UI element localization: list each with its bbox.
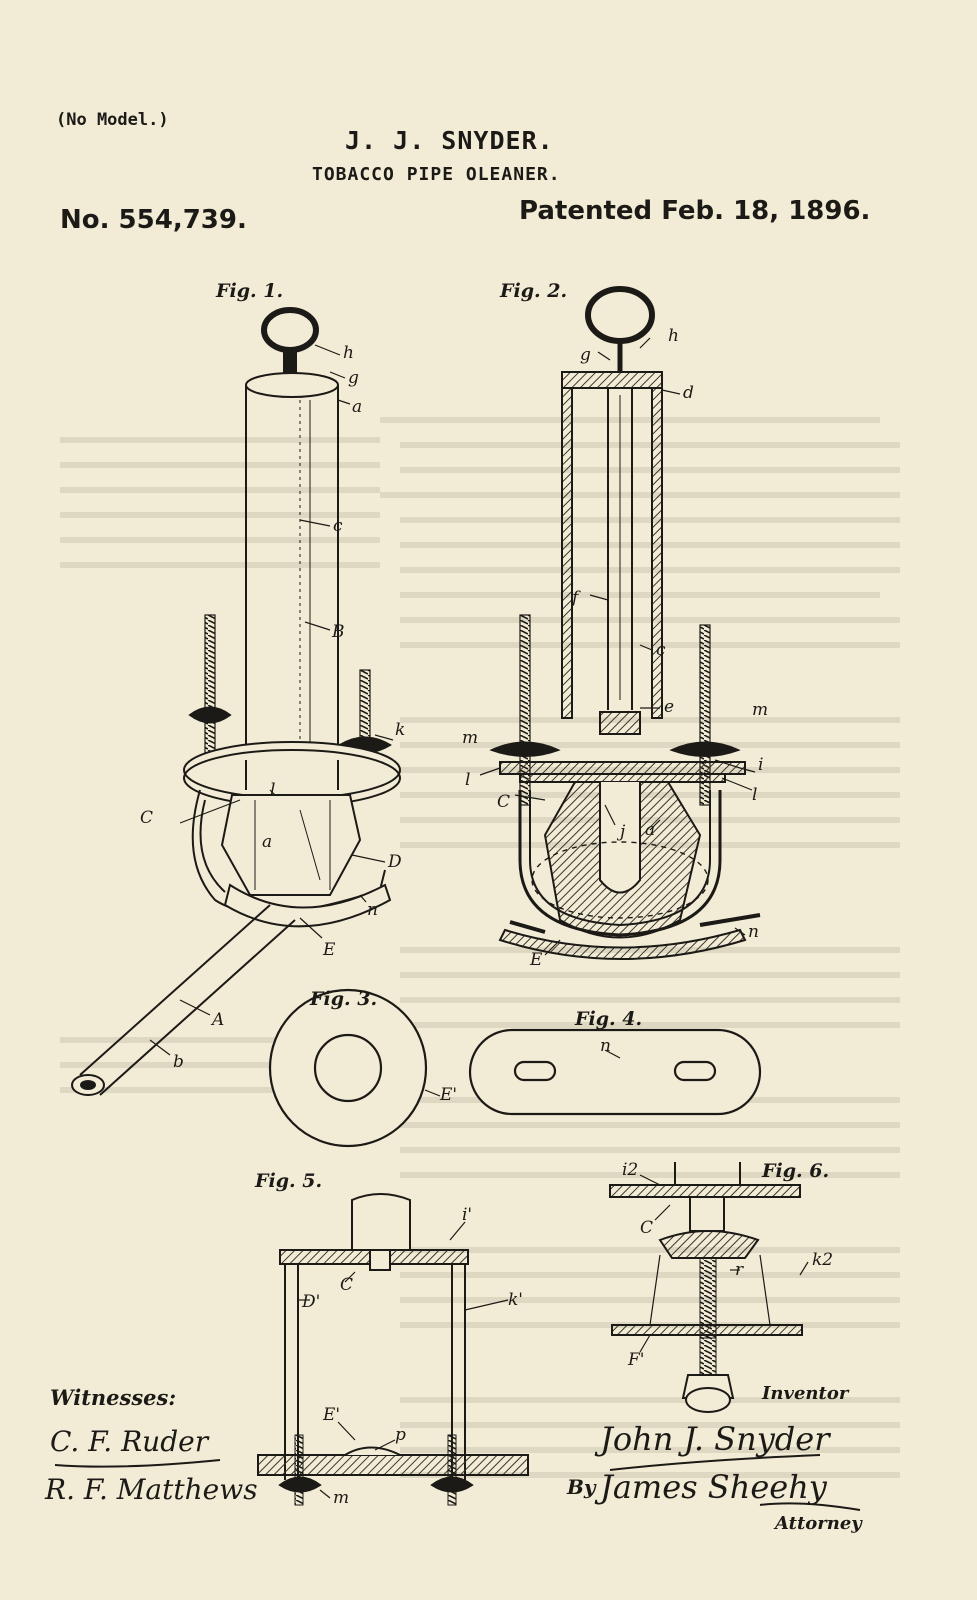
- fig2-label-e: e: [664, 697, 675, 717]
- no-model-note: (No Model.): [56, 110, 169, 130]
- fig1-label-h: h: [343, 343, 354, 363]
- fig5-label-C: C: [340, 1275, 354, 1295]
- fig4-drawing: [468, 1028, 762, 1116]
- fig2-label-j: j: [620, 822, 626, 842]
- fig1-label-b: b: [173, 1052, 184, 1072]
- inventor-label: Inventor: [762, 1383, 849, 1404]
- fig6-label-C: C: [640, 1218, 654, 1238]
- inventor-heading: J. J. SNYDER.: [345, 126, 554, 155]
- fig1-label-k: k: [395, 720, 406, 740]
- fig6-label-F-prime: F': [628, 1350, 645, 1370]
- fig1-label-A: A: [212, 1010, 225, 1030]
- attorney-signature: James Sheehy: [600, 1468, 827, 1506]
- fig5-label-m: m: [333, 1488, 350, 1508]
- fig2-label-d: d: [683, 383, 694, 403]
- fig3-label-E-prime: E': [440, 1085, 458, 1105]
- fig2-label-i: i: [758, 755, 764, 775]
- fig2-label-l-right: l: [752, 785, 758, 805]
- fig2-label-m-left: m: [462, 728, 479, 748]
- fig1-label-B: B: [332, 622, 345, 642]
- fig2-drawing: [479, 286, 761, 960]
- fig2-label-f: f: [572, 588, 579, 608]
- fig5-label-D-prime: D': [302, 1292, 321, 1312]
- inventor-signature: John J. Snyder: [600, 1420, 830, 1458]
- fig2-title: Fig. 2.: [500, 280, 568, 302]
- attorney-label: Attorney: [775, 1513, 862, 1534]
- fig2-label-n: n: [748, 922, 759, 942]
- fig1-label-n: n: [367, 900, 378, 920]
- fig1-label-l: l: [270, 780, 276, 800]
- patent-title: TOBACCO PIPE OLEANER.: [312, 164, 561, 185]
- fig1-label-g: g: [348, 368, 359, 388]
- fig5-label-p: p: [395, 1425, 406, 1445]
- witnesses-label: Witnesses:: [50, 1385, 177, 1410]
- fig1-label-C: C: [140, 808, 154, 828]
- fig2-label-m-right: m: [752, 700, 769, 720]
- fig5-drawing: [257, 1193, 529, 1506]
- fig1-label-E: E: [323, 940, 336, 960]
- fig2-label-h: h: [668, 326, 679, 346]
- signature-flourishes: [54, 1454, 861, 1511]
- fig6-drawing: [609, 1162, 809, 1413]
- fig3-drawing: [268, 988, 441, 1148]
- fig1-label-D: D: [388, 852, 402, 872]
- fig6-title: Fig. 6.: [762, 1160, 830, 1182]
- fig2-label-a: a: [645, 820, 656, 840]
- fig6-label-k2: k2: [812, 1250, 834, 1270]
- fig5-title: Fig. 5.: [255, 1170, 323, 1192]
- fig1-title: Fig. 1.: [216, 280, 284, 302]
- witness1-signature: C. F. Ruder: [50, 1425, 209, 1458]
- fig5-label-k-prime: k': [508, 1290, 523, 1310]
- fig3-title: Fig. 3.: [310, 988, 378, 1010]
- fig6-label-r: r: [735, 1260, 744, 1280]
- fig5-label-E-prime: E': [323, 1405, 341, 1425]
- fig2-label-l-left: l: [465, 770, 471, 790]
- fig5-label-i-prime: i': [462, 1205, 473, 1225]
- fig1-label-a2: a: [262, 832, 273, 852]
- patent-number: No. 554,739.: [60, 205, 247, 235]
- by-label: By: [567, 1475, 596, 1499]
- fig1-label-a: a: [352, 397, 363, 417]
- witness2-signature: R. F. Matthews: [45, 1473, 258, 1506]
- fig2-label-g: g: [580, 345, 591, 365]
- fig2-label-E: E: [530, 950, 543, 970]
- fig4-label-n: n: [600, 1036, 611, 1056]
- fig6-label-i2: i2: [622, 1160, 639, 1180]
- fig1-drawing: [71, 307, 401, 1096]
- fig2-label-c: c: [656, 640, 666, 660]
- patent-date: Patented Feb. 18, 1896.: [519, 196, 871, 226]
- fig4-title: Fig. 4.: [575, 1008, 643, 1030]
- fig1-label-c: c: [333, 516, 343, 536]
- fig2-label-C: C: [497, 792, 511, 812]
